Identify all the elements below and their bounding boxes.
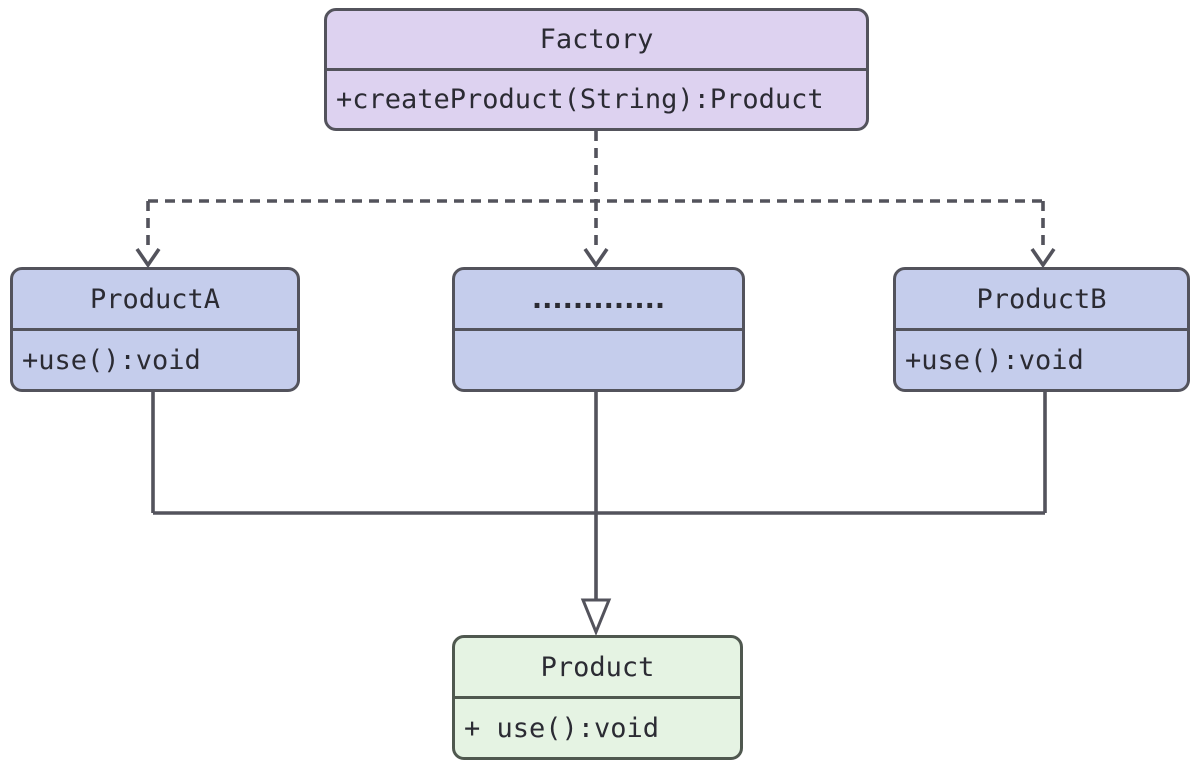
class-box-product: Product + use():void <box>452 635 743 760</box>
class-title: ProductA <box>13 270 297 331</box>
solid-inheritance-lines <box>151 392 1047 600</box>
dashed-dependency-lines <box>146 131 1045 245</box>
class-title: Factory <box>327 11 866 71</box>
class-member: +use():void <box>905 344 1084 376</box>
class-title: ProductB <box>896 270 1187 331</box>
class-title: Product <box>455 638 740 699</box>
class-member-empty <box>455 331 742 389</box>
class-box-product-a: ProductA +use():void <box>10 267 300 392</box>
open-chevron-arrowhead <box>1030 247 1056 269</box>
class-box-product-b: ProductB +use():void <box>893 267 1190 392</box>
class-member: + use():void <box>464 712 660 744</box>
class-box-ellipsis: ............. <box>452 267 745 392</box>
class-title-dots: ............. <box>455 270 742 331</box>
class-box-factory: Factory +createProduct(String):Product <box>324 8 869 131</box>
open-chevron-arrowhead <box>583 247 609 269</box>
class-member: +use():void <box>22 344 201 376</box>
class-member: +createProduct(String):Product <box>336 84 824 115</box>
open-chevron-arrowhead <box>135 247 161 269</box>
hollow-triangle-arrowhead <box>580 598 612 636</box>
